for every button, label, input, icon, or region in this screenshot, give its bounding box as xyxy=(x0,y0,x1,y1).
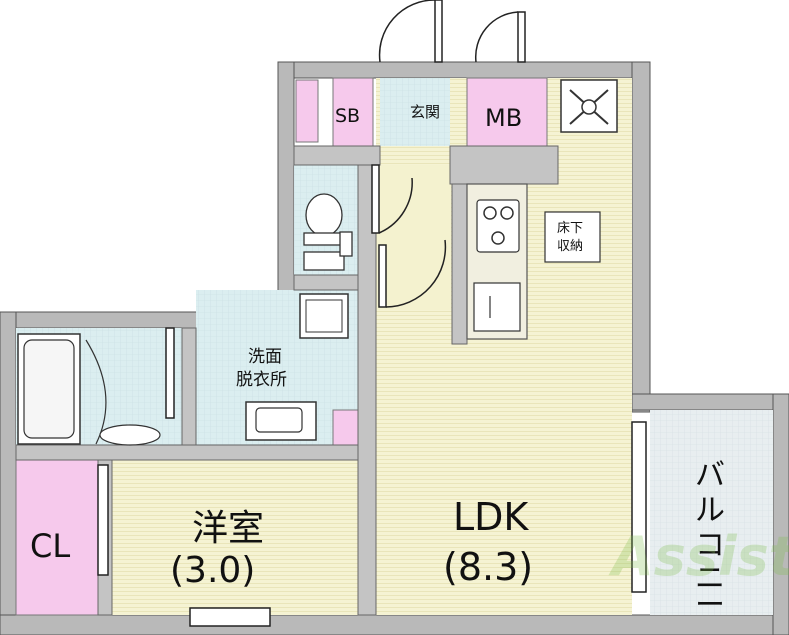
washing-machine-icon xyxy=(299,293,349,339)
meter-box-label: MB xyxy=(485,104,522,132)
balcony-char-3: コ xyxy=(695,528,725,563)
kitchen-counter xyxy=(466,183,528,340)
ldk-size: (8.3) xyxy=(443,545,533,589)
western-room-size: (3.0) xyxy=(170,550,255,591)
balcony-char-4: ニ xyxy=(695,561,725,596)
entrance-label: 玄関 xyxy=(410,103,440,121)
washbasin-icon xyxy=(245,401,317,441)
bathtub-icon xyxy=(17,333,161,446)
shoe-box-label: SB xyxy=(335,105,360,127)
balcony-char-5: ー xyxy=(695,588,725,623)
vent-fan-icon xyxy=(560,79,618,133)
entrance-floor xyxy=(380,78,450,146)
balcony-label: バ ル コ ニ ー xyxy=(695,458,725,623)
storage-areas xyxy=(15,77,548,616)
western-room-floor xyxy=(112,460,358,615)
underfloor-storage-box xyxy=(544,211,601,263)
underfloor-storage-label-1: 床下 xyxy=(557,221,583,236)
western-room-name: 洋室 xyxy=(192,508,264,549)
hall-floor xyxy=(376,165,451,310)
washroom-label-1: 洗面 xyxy=(248,347,282,367)
doors xyxy=(97,0,647,627)
underfloor-storage-label-2: 収納 xyxy=(557,239,583,254)
balcony-char-1: バ xyxy=(695,458,725,493)
washroom-label-2: 脱衣所 xyxy=(236,370,287,390)
toilet-icon xyxy=(303,193,353,271)
closet-label: CL xyxy=(30,527,70,565)
ldk-name: LDK xyxy=(453,495,529,539)
watermark-logo: Assist xyxy=(608,525,789,588)
balcony-floor xyxy=(650,410,773,615)
balcony-char-2: ル xyxy=(695,493,725,528)
